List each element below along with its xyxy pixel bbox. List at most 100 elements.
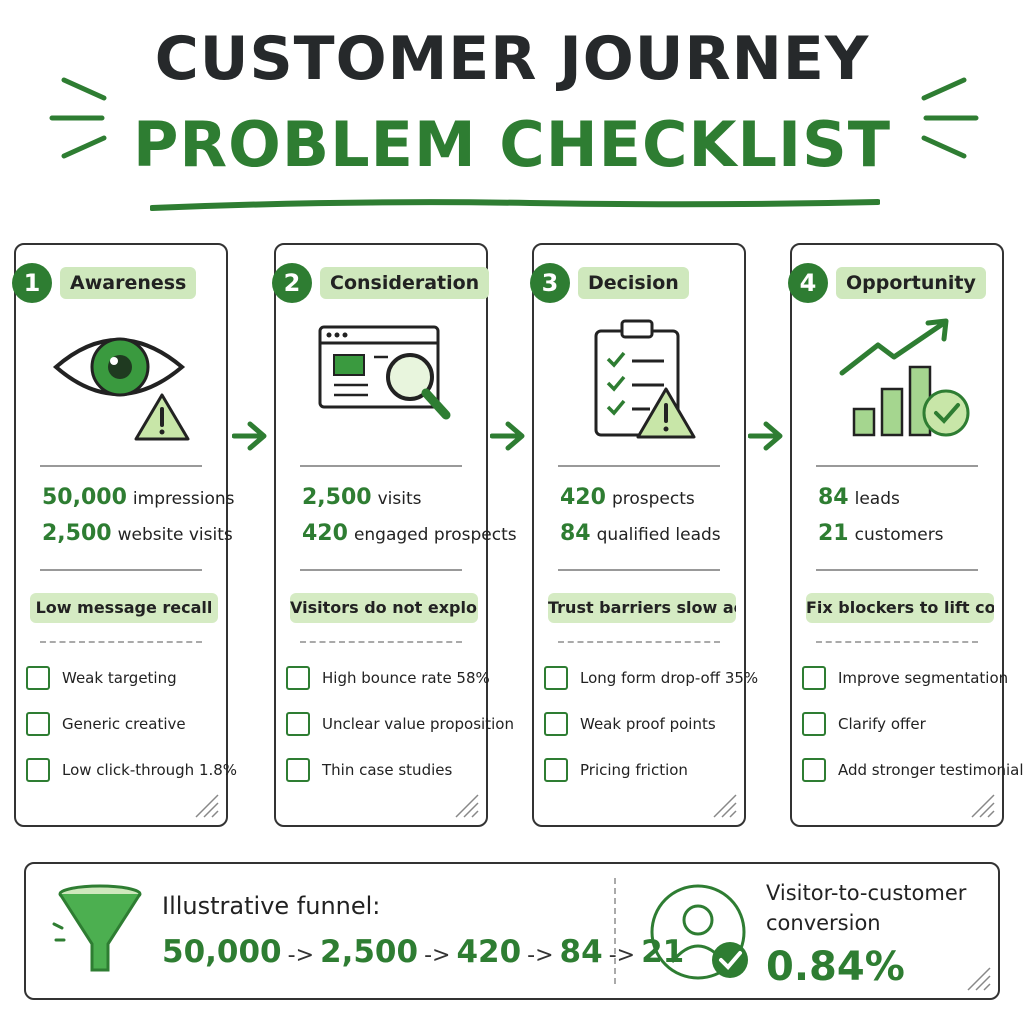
- checklist-item[interactable]: Generic creative: [26, 711, 222, 737]
- stage-number: 1: [12, 263, 52, 303]
- dashed-divider: [558, 641, 720, 643]
- browser-magnifier-icon: [318, 325, 451, 420]
- dashed-divider: [40, 641, 202, 643]
- corner-hatch: [455, 794, 479, 818]
- checklist-item[interactable]: Long form drop-off 35%: [544, 665, 758, 691]
- summary-panel: Illustrative funnel: 50,000->2,500->420-…: [24, 862, 1000, 1000]
- metric-label: leads: [854, 489, 900, 509]
- spark-right-icon: [921, 77, 979, 159]
- funnel-value: 84: [559, 934, 603, 970]
- checkbox[interactable]: [802, 758, 826, 782]
- checkbox[interactable]: [544, 666, 568, 690]
- checklist-label: High bounce rate 58%: [322, 669, 490, 687]
- funnel-value: 21: [641, 934, 685, 970]
- problem-highlight: Fix blockers to lift conversion: [806, 593, 994, 623]
- checkbox[interactable]: [286, 712, 310, 736]
- stage-number: 4: [788, 263, 828, 303]
- checkbox[interactable]: [26, 758, 50, 782]
- metric-value: 2,500: [42, 521, 112, 546]
- metric-label: prospects: [611, 489, 695, 509]
- metric-value: 84: [560, 521, 591, 546]
- checkbox[interactable]: [802, 666, 826, 690]
- problem-highlight: Low message recall: [30, 593, 218, 623]
- metric-value: 420: [302, 521, 348, 546]
- funnel-value: 420: [456, 934, 522, 970]
- checklist-label: Low click-through 1.8%: [62, 761, 238, 779]
- checklist-label: Pricing friction: [580, 761, 688, 779]
- funnel-label: Illustrative funnel:: [162, 892, 381, 920]
- checklist-item[interactable]: Weak targeting: [26, 665, 222, 691]
- divider: [816, 569, 978, 571]
- metric-value: 21: [818, 521, 849, 546]
- title-line-1: CUSTOMER JOURNEY: [154, 24, 870, 94]
- checklist-item[interactable]: Pricing friction: [544, 757, 740, 783]
- checklist-item[interactable]: Low click-through 1.8%: [26, 757, 237, 783]
- checklist-label: Thin case studies: [322, 761, 453, 779]
- metric-label: visits: [377, 489, 422, 509]
- growth-chart-check-icon: [839, 318, 970, 437]
- funnel-value: 2,500: [320, 934, 419, 970]
- user-check-icon: [650, 884, 748, 980]
- metric-label: customers: [854, 525, 944, 545]
- stage-number: 2: [272, 263, 312, 303]
- checklist-item[interactable]: Weak proof points: [544, 711, 740, 737]
- checkbox[interactable]: [544, 758, 568, 782]
- checkbox[interactable]: [26, 712, 50, 736]
- funnel-separator: ->: [424, 943, 451, 968]
- checklist-label: Clarify offer: [838, 715, 926, 733]
- stage-title: Opportunity: [836, 267, 986, 299]
- checkbox[interactable]: [286, 666, 310, 690]
- checklist-item[interactable]: Unclear value proposition: [286, 711, 514, 737]
- problem-highlight: Trust barriers slow action: [548, 593, 736, 623]
- arrow-right-icon: [490, 421, 525, 451]
- metric-value: 50,000: [42, 485, 127, 510]
- corner-hatch: [713, 794, 737, 818]
- checkbox[interactable]: [544, 712, 568, 736]
- checklist-item[interactable]: Improve segmentation: [802, 665, 1008, 691]
- funnel-separator: ->: [608, 943, 636, 968]
- divider: [300, 465, 462, 467]
- problem-highlight: Visitors do not explore: [290, 593, 478, 623]
- metric-value: 84: [818, 485, 849, 510]
- summary-divider: [614, 878, 616, 984]
- divider: [816, 465, 978, 467]
- funnel-separator: ->: [527, 943, 554, 968]
- funnel-values: 50,000->2,500->420->84->21: [162, 934, 684, 970]
- stage-title: Consideration: [320, 267, 490, 299]
- metric-label: impressions: [132, 489, 235, 509]
- title-line-2: PROBLEM CHECKLIST: [132, 108, 892, 181]
- checklist-label: Unclear value proposition: [322, 715, 514, 733]
- corner-hatch: [967, 967, 991, 991]
- checklist-item[interactable]: Thin case studies: [286, 757, 482, 783]
- checkbox[interactable]: [286, 758, 310, 782]
- dashed-divider: [816, 641, 978, 643]
- divider: [558, 569, 720, 571]
- checklist-label: Weak proof points: [580, 715, 716, 733]
- spark-left-icon: [49, 77, 107, 159]
- checklist-item[interactable]: Add stronger testimonials: [802, 757, 1024, 783]
- funnel-icon: [52, 884, 142, 972]
- stage-number: 3: [530, 263, 570, 303]
- checklist-item[interactable]: Clarify offer: [802, 711, 998, 737]
- checkbox[interactable]: [26, 666, 50, 690]
- metric-value: 420: [560, 485, 606, 510]
- funnel-value: 50,000: [162, 934, 282, 970]
- divider: [558, 465, 720, 467]
- metric-label: engaged prospects: [353, 525, 517, 545]
- checklist-item[interactable]: High bounce rate 58%: [286, 665, 490, 691]
- conversion-value: 0.84%: [766, 944, 905, 990]
- divider: [40, 569, 202, 571]
- checklist-label: Add stronger testimonials: [838, 761, 1024, 779]
- checkbox[interactable]: [802, 712, 826, 736]
- divider: [40, 465, 202, 467]
